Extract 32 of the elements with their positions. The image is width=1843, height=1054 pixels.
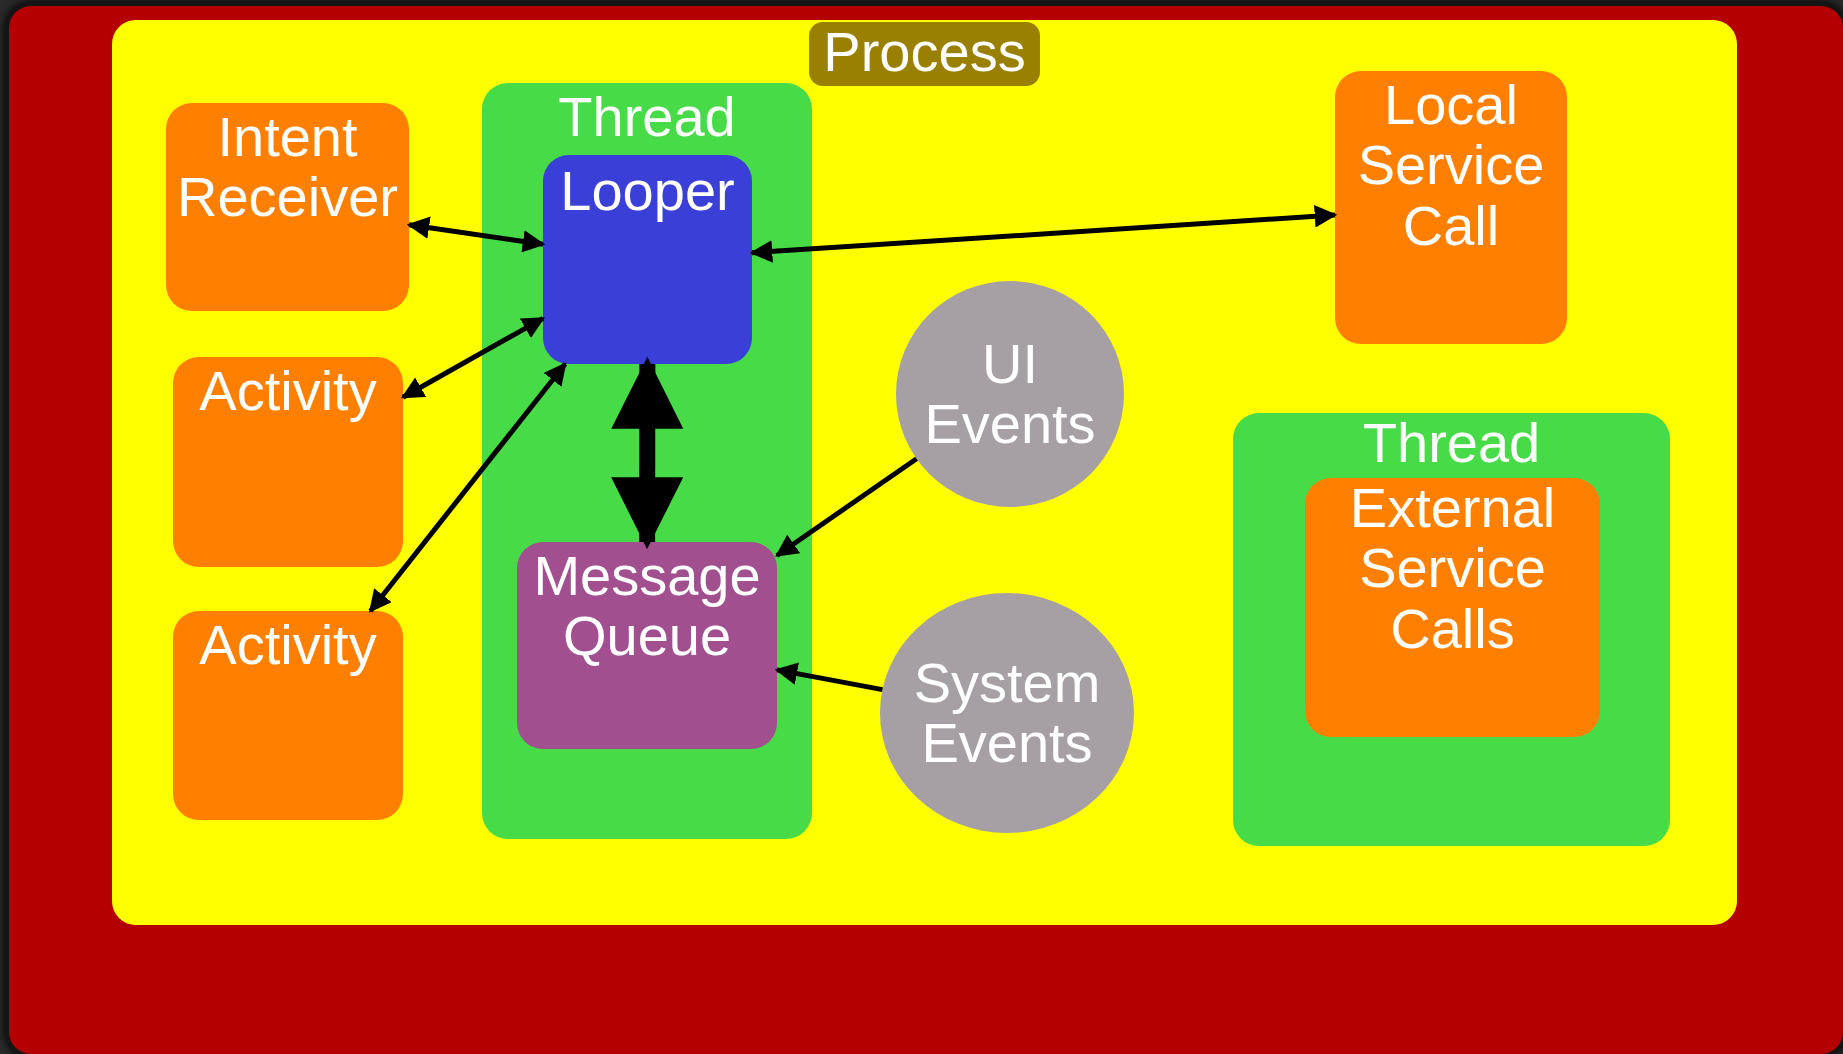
event-circle xyxy=(896,281,1124,507)
label: Activity xyxy=(198,361,378,422)
arrow xyxy=(401,316,545,400)
component-box xyxy=(173,611,403,820)
component-box xyxy=(173,357,403,567)
component-box xyxy=(1305,478,1600,737)
component-box xyxy=(166,103,409,311)
queue-box xyxy=(517,542,777,749)
label: Activity xyxy=(198,615,378,676)
thick-arrow xyxy=(611,356,684,550)
label: Message Queue xyxy=(532,546,762,667)
label: Looper xyxy=(559,161,736,222)
thread-box xyxy=(1233,413,1670,846)
label: Local Service Call xyxy=(1356,75,1546,257)
heading: Thread xyxy=(557,87,737,148)
arrow xyxy=(774,662,883,693)
heading: Thread xyxy=(1361,413,1542,474)
arrow xyxy=(749,205,1338,263)
component-box xyxy=(1335,71,1567,344)
package-background xyxy=(9,6,1843,1054)
looper-box xyxy=(543,155,752,364)
process-box xyxy=(112,20,1737,925)
arrow xyxy=(368,362,568,613)
label: External Service Calls xyxy=(1348,478,1557,660)
event-circle xyxy=(880,593,1134,833)
arrow xyxy=(406,216,546,253)
thread-box xyxy=(482,83,812,839)
heading: Process xyxy=(809,22,1040,87)
label: UI Events xyxy=(923,333,1097,455)
label: Intent Receiver xyxy=(176,107,399,228)
arrow xyxy=(775,456,918,558)
label: System Events xyxy=(912,652,1102,774)
